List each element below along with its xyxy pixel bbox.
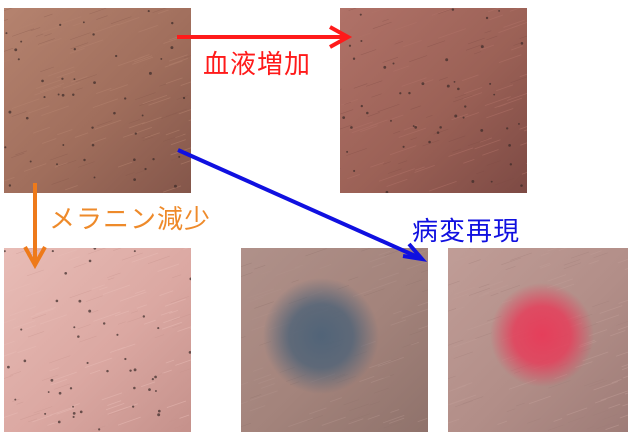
blood-increase-label: 血液増加 <box>203 50 312 80</box>
skin-melanin-decreased-image <box>4 248 191 432</box>
skin-original-image <box>4 8 191 193</box>
skin-melanin-decreased-svg <box>4 248 191 432</box>
skin-creases <box>4 248 191 426</box>
skin-creases <box>241 248 428 427</box>
skin-blood-increased-image <box>340 8 527 193</box>
skin-blue-lesion-image <box>241 248 428 432</box>
melanin-decrease-label: メラニン減少 <box>49 205 212 235</box>
skin-blood-increased-svg <box>340 8 527 193</box>
skin-original-svg <box>4 8 191 193</box>
skin-blue-lesion-svg <box>241 248 428 432</box>
skin-red-lesion-svg <box>448 248 628 432</box>
lesion-reproduction-label: 病変再現 <box>412 217 521 247</box>
skin-shadows <box>4 8 191 185</box>
hair-follicle-dots <box>4 248 191 431</box>
skin-red-lesion-image <box>448 248 628 432</box>
blue-lesion-spot <box>263 278 379 394</box>
skin-background <box>4 248 191 432</box>
red-lesion-spot <box>490 283 594 387</box>
